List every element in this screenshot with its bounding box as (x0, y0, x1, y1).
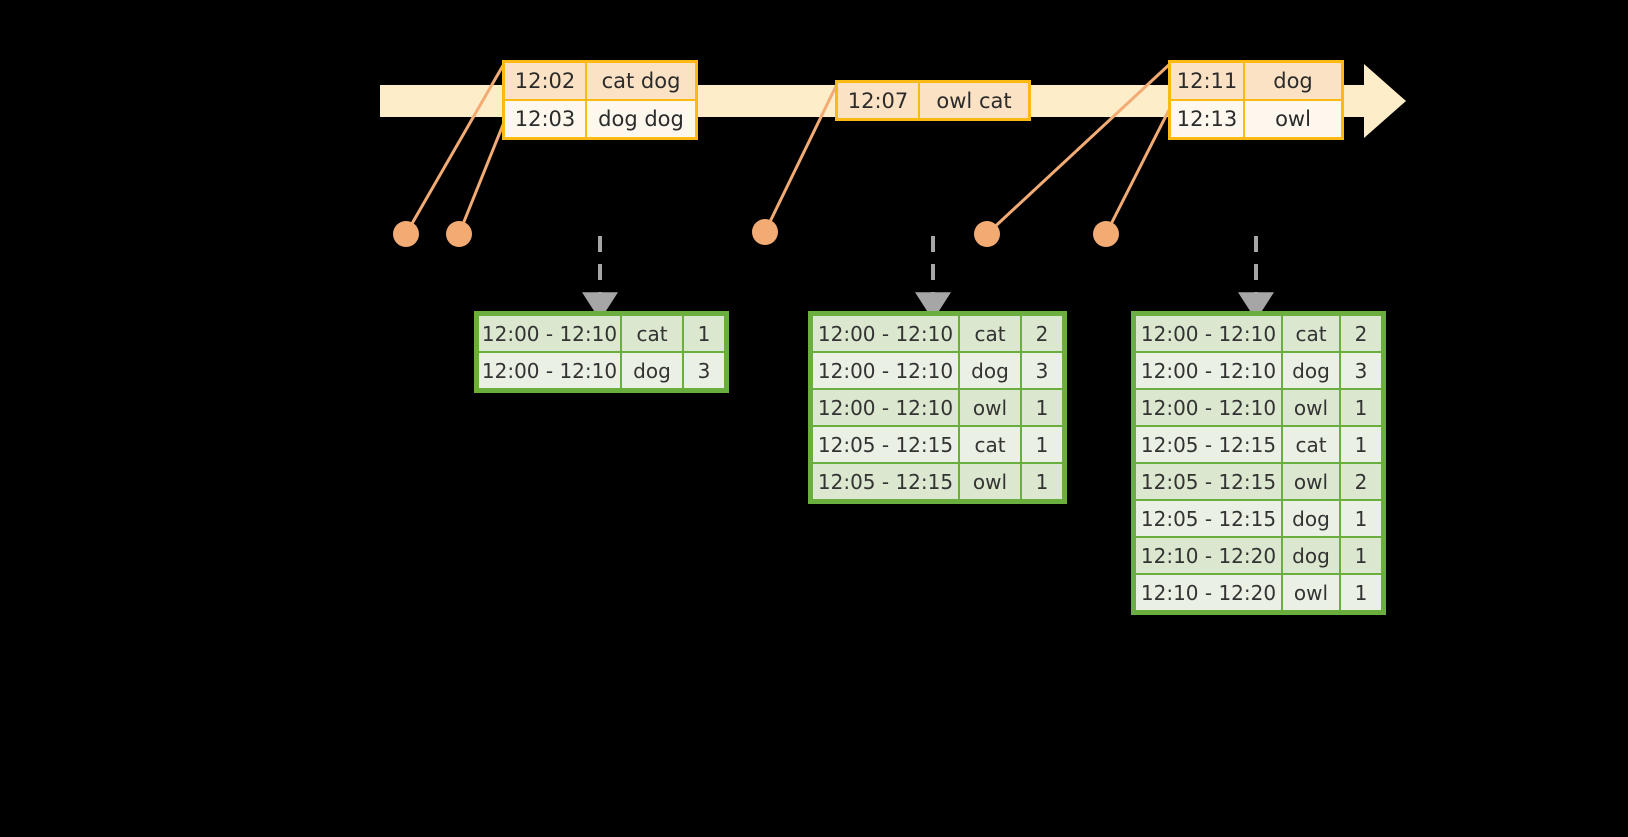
cell-window: 12:10 - 12:20 (1135, 537, 1282, 574)
cell-count: 3 (683, 352, 725, 389)
event-time: 12:07 (838, 83, 920, 118)
cell-key: owl (959, 389, 1021, 426)
event-dot-3 (752, 219, 778, 245)
cell-key: cat (1282, 426, 1340, 463)
cell-window: 12:00 - 12:10 (1135, 315, 1282, 352)
cell-key: owl (1282, 574, 1340, 611)
event-time: 12:03 (505, 101, 587, 137)
cell-count: 1 (1340, 537, 1382, 574)
cell-count: 1 (683, 315, 725, 352)
event-dot-4 (974, 221, 1000, 247)
cell-key: dog (621, 352, 683, 389)
connector-line-5 (1104, 103, 1174, 235)
cell-count: 1 (1021, 426, 1063, 463)
event-dot-5 (1093, 221, 1119, 247)
cell-count: 2 (1340, 463, 1382, 500)
cell-window: 12:00 - 12:10 (478, 352, 621, 389)
event-dot-1 (393, 221, 419, 247)
cell-count: 1 (1021, 463, 1063, 500)
event-time: 12:13 (1171, 101, 1245, 137)
cell-window: 12:00 - 12:10 (812, 389, 959, 426)
cell-window: 12:00 - 12:10 (1135, 389, 1282, 426)
cell-key: dog (959, 352, 1021, 389)
cell-window: 12:00 - 12:10 (812, 315, 959, 352)
cell-window: 12:05 - 12:15 (1135, 426, 1282, 463)
cell-key: dog (1282, 500, 1340, 537)
event-value: owl cat (920, 83, 1028, 118)
event-value: owl (1245, 101, 1341, 137)
cell-window: 12:10 - 12:20 (1135, 574, 1282, 611)
cell-key: owl (1282, 389, 1340, 426)
cell-count: 3 (1021, 352, 1063, 389)
event-time: 12:02 (505, 63, 587, 99)
cell-key: owl (959, 463, 1021, 500)
cell-key: cat (959, 315, 1021, 352)
cell-key: dog (1282, 537, 1340, 574)
cell-window: 12:05 - 12:15 (812, 463, 959, 500)
cell-count: 1 (1021, 389, 1063, 426)
cell-window: 12:00 - 12:10 (812, 352, 959, 389)
cell-key: owl (1282, 463, 1340, 500)
cell-window: 12:00 - 12:10 (1135, 352, 1282, 389)
cell-window: 12:05 - 12:15 (1135, 463, 1282, 500)
cell-count: 1 (1340, 574, 1382, 611)
cell-count: 1 (1340, 389, 1382, 426)
event-dot-2 (446, 221, 472, 247)
cell-count: 1 (1340, 426, 1382, 463)
cell-count: 1 (1340, 500, 1382, 537)
cell-key: cat (621, 315, 683, 352)
cell-window: 12:05 - 12:15 (812, 426, 959, 463)
timeline-arrowhead-icon (1364, 64, 1406, 138)
cell-key: cat (1282, 315, 1340, 352)
cell-count: 3 (1340, 352, 1382, 389)
event-value: dog (1245, 63, 1341, 99)
cell-count: 2 (1021, 315, 1063, 352)
cell-window: 12:05 - 12:15 (1135, 500, 1282, 537)
cell-key: cat (959, 426, 1021, 463)
event-value: cat dog (587, 63, 695, 99)
cell-count: 2 (1340, 315, 1382, 352)
cell-window: 12:00 - 12:10 (478, 315, 621, 352)
event-time: 12:11 (1171, 63, 1245, 99)
cell-key: dog (1282, 352, 1340, 389)
event-value: dog dog (587, 101, 695, 137)
